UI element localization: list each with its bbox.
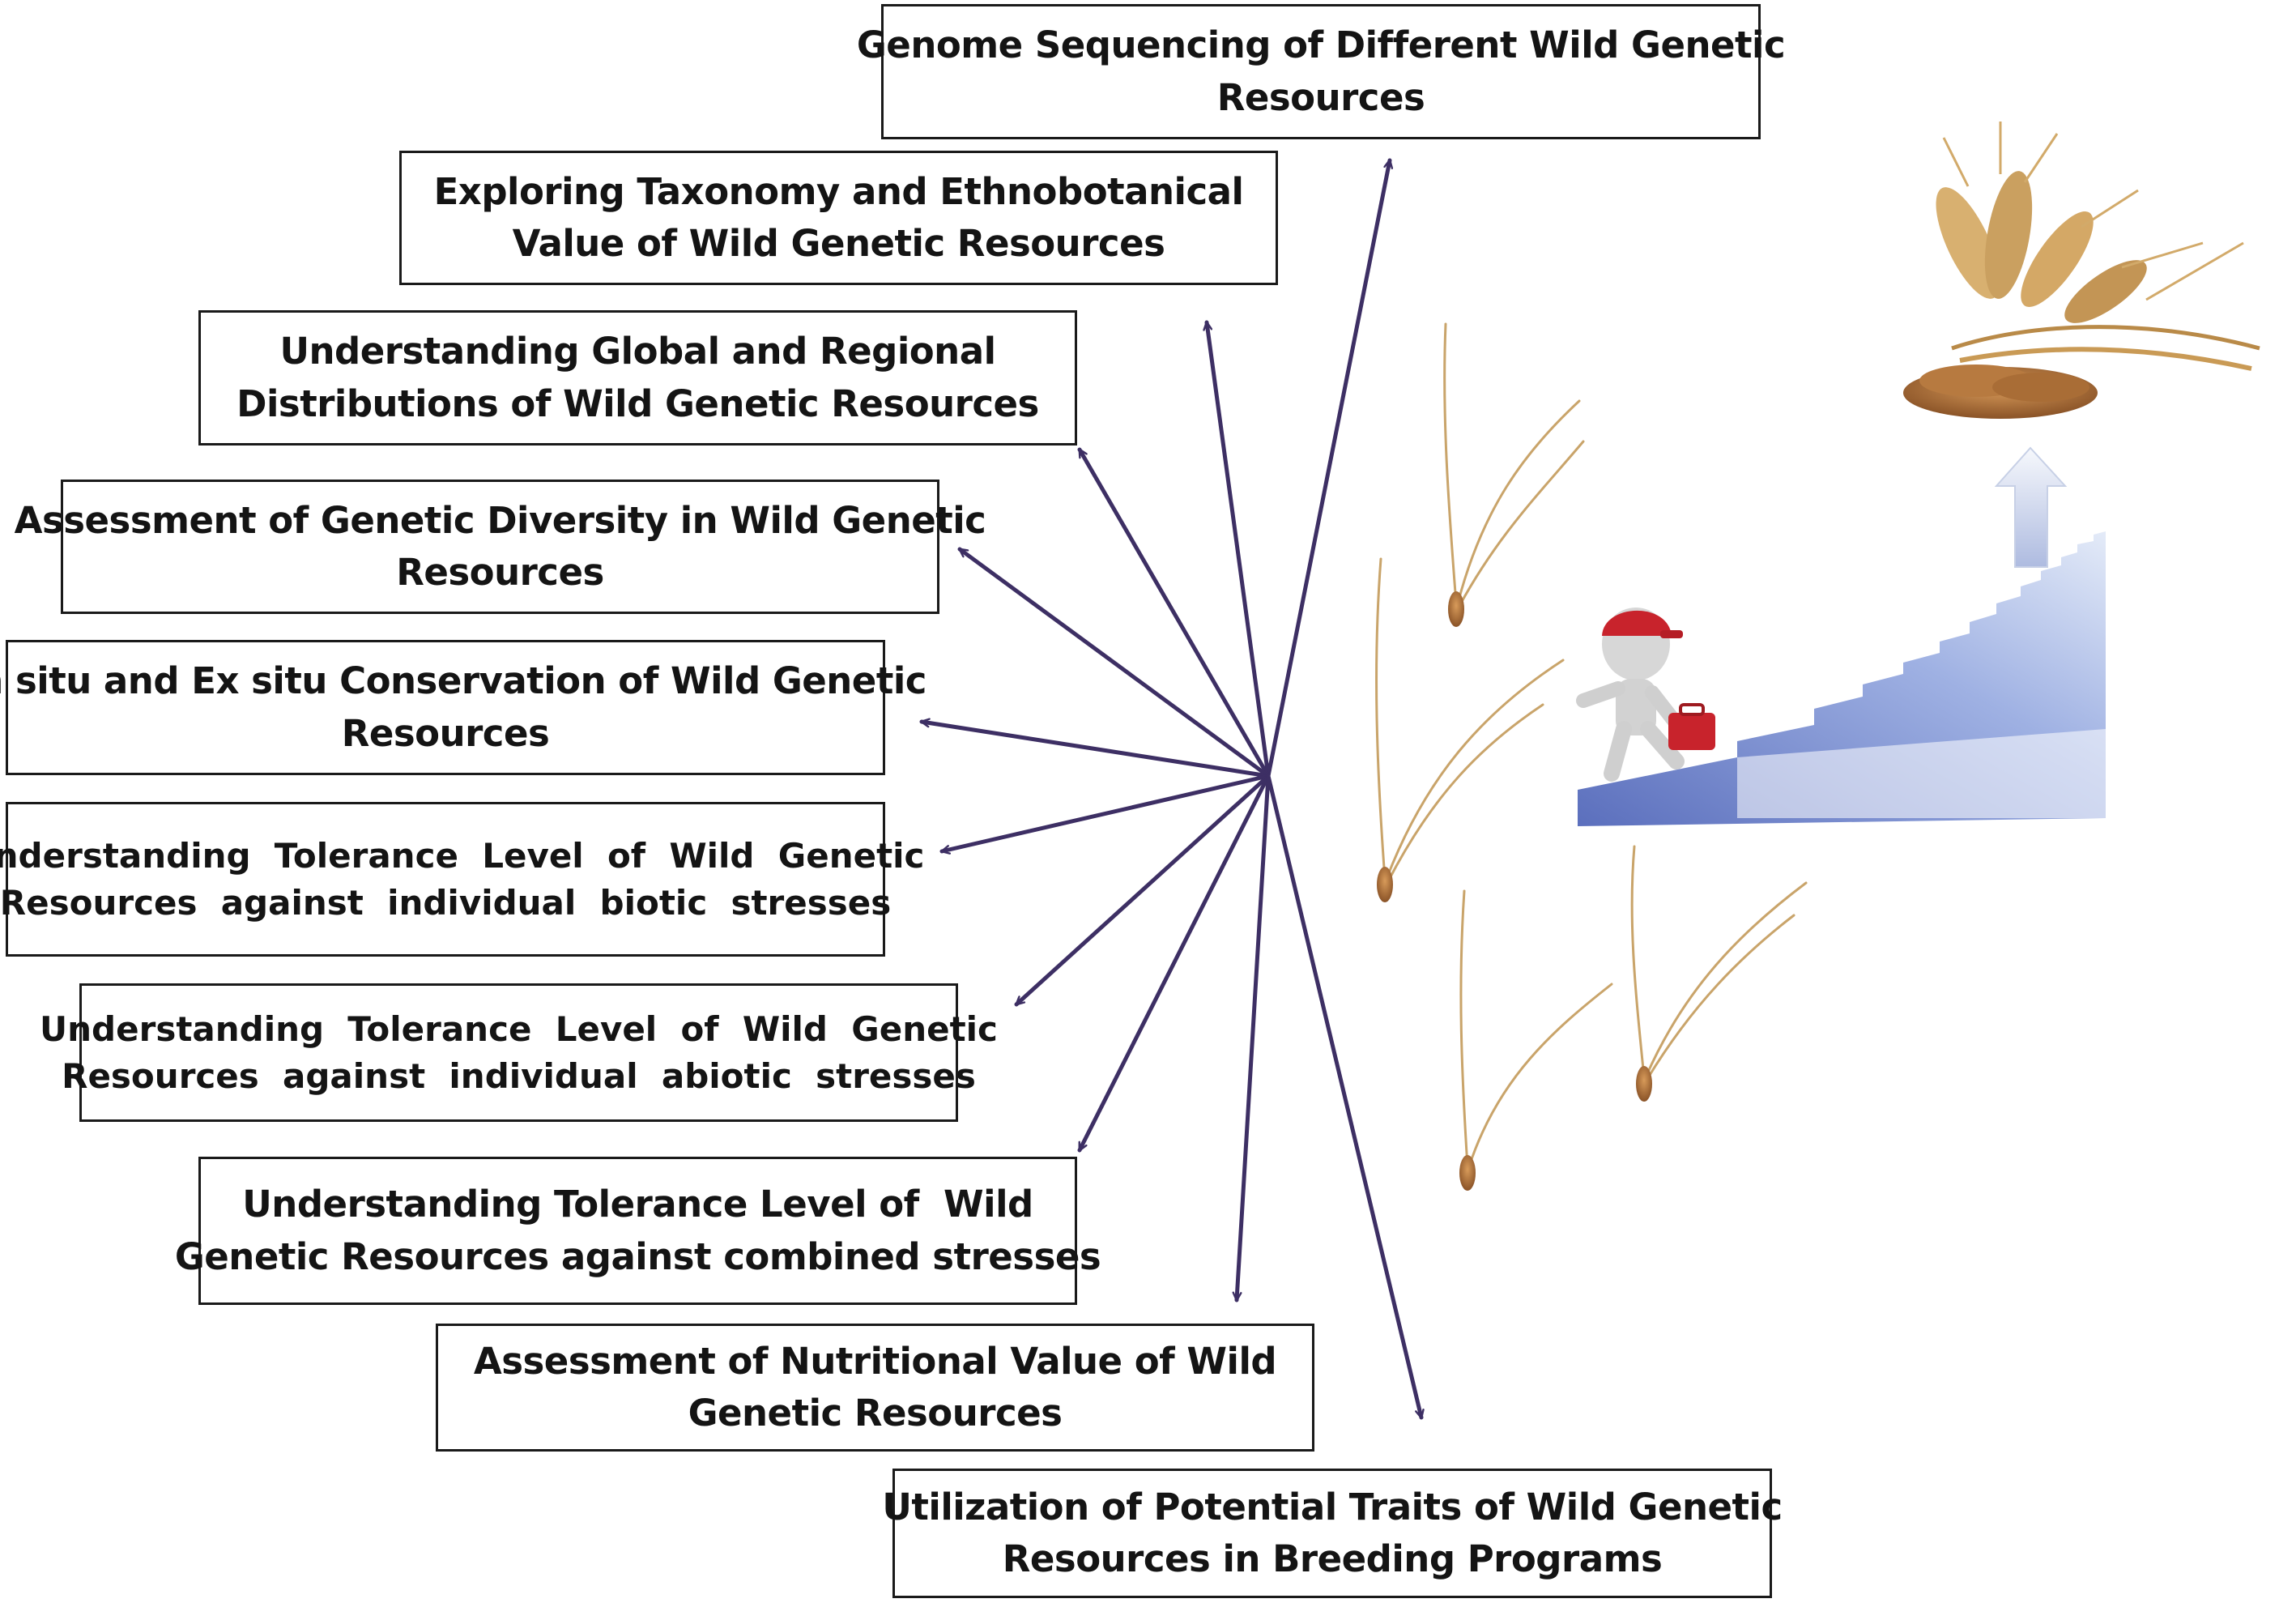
arrow-genetic-diversity: [957, 547, 1271, 778]
box-line: Resources against individual biotic stre…: [0, 882, 892, 923]
box-line: Utilization of Potential Traits of Wild …: [882, 1485, 1783, 1528]
arrow-taxonomy: [1203, 320, 1271, 778]
box-biotic-stress: Understanding Tolerance Level of Wild Ge…: [0, 802, 924, 957]
box-abiotic-stress: Understanding Tolerance Level of Wild Ge…: [40, 983, 998, 1122]
box-conservation: In situ and Ex situ Conservation of Wild…: [0, 640, 926, 775]
wheat-bundle-icon: [1936, 122, 2260, 371]
arrow-distribution: [1077, 447, 1271, 778]
arrow-conservation: [919, 718, 1271, 778]
box-line: Resources in Breeding Programs: [1002, 1537, 1663, 1580]
person-climbing-stairs-icon: [1576, 608, 1715, 782]
staircase-icon: [1578, 531, 2106, 826]
box-line: Understanding Global and Regional: [279, 330, 996, 373]
box-global-regional-distribution: Understanding Global and Regional Distri…: [198, 310, 1077, 446]
box-line: Distributions of Wild Genetic Resources: [236, 382, 1039, 425]
box-line: Exploring Taxonomy and Ethnobotanical: [433, 169, 1244, 213]
box-line: Genetic Resources: [688, 1392, 1063, 1435]
wheat-spikelet-icon: [1459, 889, 1613, 1191]
box-line: Genome Sequencing of Different Wild Gene…: [856, 23, 1786, 67]
grain-pile-icon: [1903, 365, 2098, 419]
arrow-breeding: [1266, 774, 1425, 1420]
box-line: Resources: [396, 551, 604, 594]
box-line: Understanding Tolerance Level of Wild: [242, 1183, 1033, 1226]
radiating-arrows: [919, 158, 1425, 1420]
box-line: Understanding Tolerance Level of Wild Ge…: [40, 1008, 998, 1049]
box-taxonomy-ethnobotany: Exploring Taxonomy and Ethnobotanical Va…: [399, 151, 1278, 285]
box-breeding-utilization: Utilization of Potential Traits of Wild …: [882, 1469, 1783, 1598]
box-combined-stress: Understanding Tolerance Level of Wild Ge…: [175, 1157, 1101, 1305]
wheat-spikelet-icon: [1630, 845, 1808, 1102]
box-genetic-diversity: Assessment of Genetic Diversity in Wild …: [15, 480, 986, 614]
box-genome-sequencing: Genome Sequencing of Different Wild Gene…: [857, 4, 1786, 139]
upward-arrow-icon: [1994, 446, 2068, 568]
box-line: In situ and Ex situ Conservation of Wild…: [0, 659, 926, 703]
arrow-combined: [1077, 774, 1271, 1153]
box-line: Understanding Tolerance Level of Wild Ge…: [0, 835, 925, 876]
wheat-spikelet-icon: [1375, 557, 1565, 902]
box-nutritional-value: Assessment of Nutritional Value of Wild …: [436, 1324, 1314, 1452]
wheat-spikelet-icon: [1443, 322, 1585, 627]
box-line: Resources: [1216, 75, 1425, 119]
arrow-biotic: [939, 774, 1271, 855]
box-line: Genetic Resources against combined stres…: [174, 1234, 1101, 1278]
arrow-genome-sequencing: [1266, 158, 1394, 778]
box-line: Assessment of Genetic Diversity in Wild …: [14, 498, 986, 542]
box-line: Resources against individual abiotic str…: [62, 1055, 976, 1096]
arrow-nutritional: [1232, 774, 1271, 1302]
box-line: Value of Wild Genetic Resources: [512, 222, 1165, 265]
arrow-abiotic: [1014, 774, 1271, 1007]
box-line: Assessment of Nutritional Value of Wild: [473, 1339, 1277, 1383]
box-line: Resources: [341, 711, 550, 755]
